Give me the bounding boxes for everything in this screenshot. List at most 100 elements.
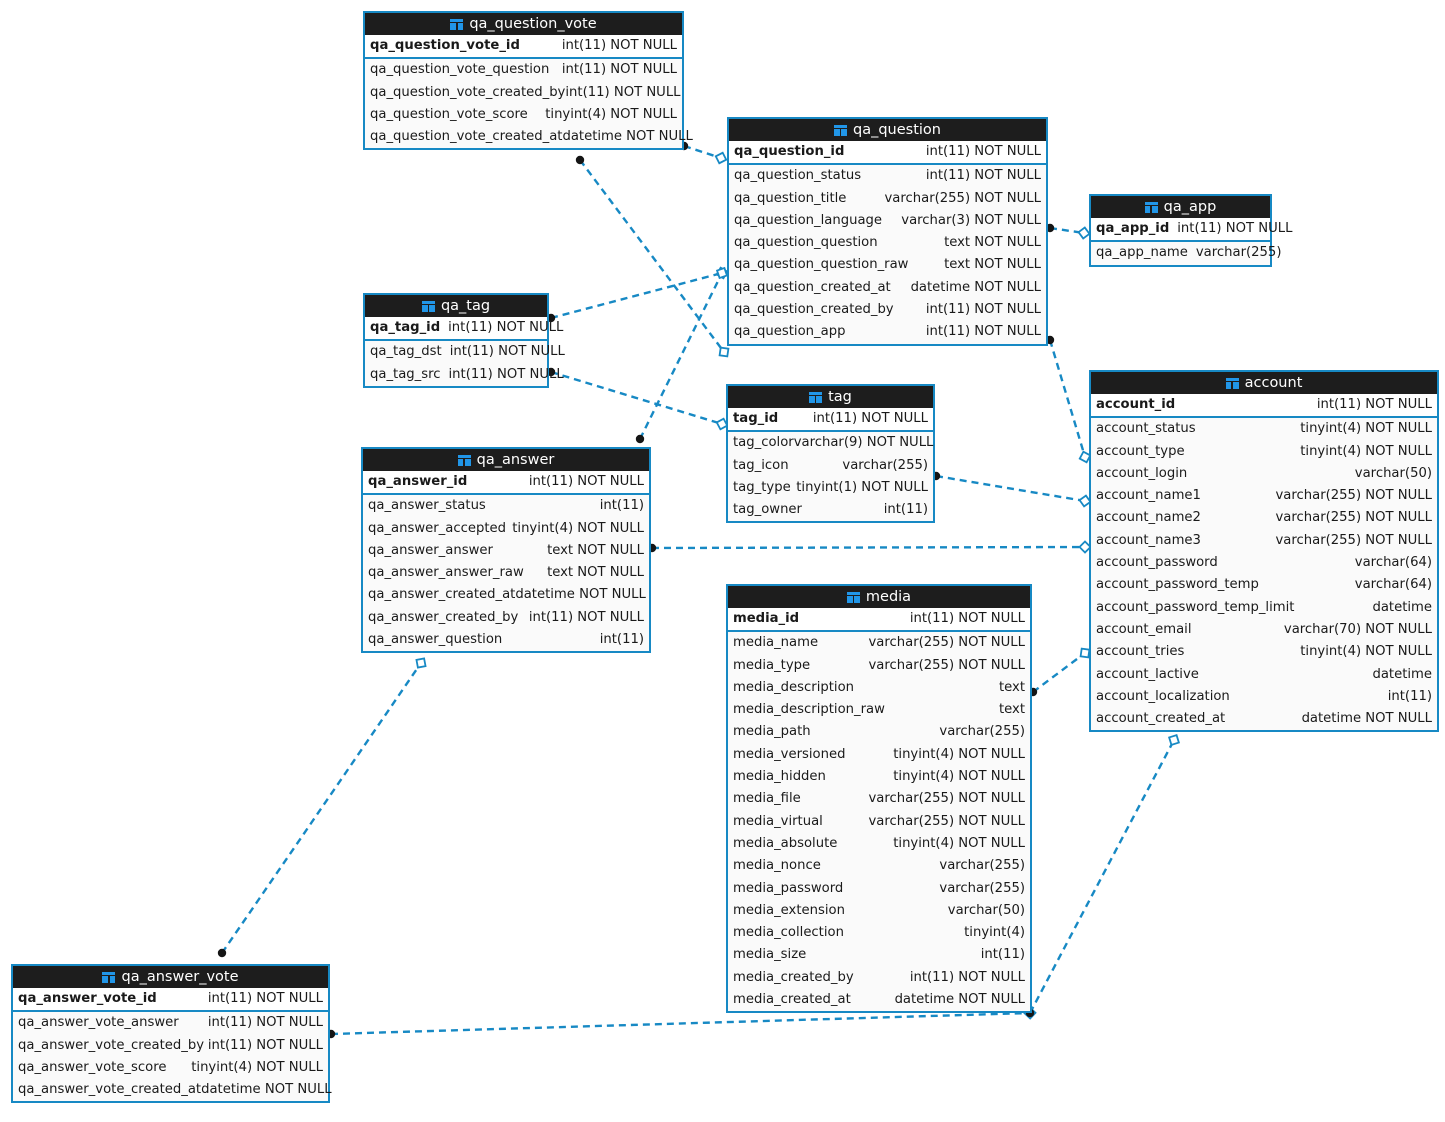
entity-header[interactable]: qa_answer (363, 449, 649, 471)
column-type: int(11) NOT NULL (448, 366, 564, 382)
relationship-qa_answer-to-qa_question (635, 266, 729, 444)
column-type: int(11) NOT NULL (565, 84, 681, 100)
entity-table-qa_answer[interactable]: qa_answer qa_answer_id int(11) NOT NULL qa_… (361, 447, 651, 654)
entity-header[interactable]: qa_question_vote (365, 13, 682, 35)
entity-header[interactable]: qa_tag (365, 295, 547, 317)
column-type: int(11) NOT NULL (561, 38, 677, 53)
column-type: text NOT NULL (547, 565, 644, 581)
table-icon (450, 18, 464, 30)
column-type: int(11) NOT NULL (812, 411, 928, 426)
relationship-target-diamond (715, 266, 729, 280)
relationship-line (1049, 226, 1085, 235)
column-name: qa_question_vote_created_by (370, 84, 566, 100)
column-name: qa_answer_question (368, 632, 503, 648)
column-type: int(11) NOT NULL (1316, 397, 1432, 412)
column-type: tinyint(4) (964, 925, 1025, 941)
relationship-qa_question-to-qa_app (1045, 223, 1091, 240)
column-type: text NOT NULL (944, 235, 1041, 251)
primary-key-row: account_id int(11) NOT NULL (1091, 394, 1437, 416)
column-type: datetime NOT NULL (515, 587, 646, 603)
table-icon (1225, 377, 1239, 389)
relationship-target-diamond (1077, 226, 1091, 240)
column-type: int(11) (883, 502, 928, 518)
relationship-qa_answer-to-account (647, 540, 1092, 554)
entity-header[interactable]: account (1091, 372, 1437, 394)
column-name: qa_answer_status (368, 498, 486, 514)
table-icon (421, 300, 435, 312)
column-type: tinyint(4) NOT NULL (893, 835, 1025, 851)
column-type: text (998, 679, 1025, 695)
column-type: int(11) NOT NULL (909, 611, 1025, 626)
column-type: varchar(9) NOT NULL (793, 435, 934, 451)
column-name: qa_answer_answer (368, 542, 493, 558)
column-name: qa_question_created_by (734, 302, 894, 318)
column-name: qa_answer_created_by (368, 609, 519, 625)
column-type: datetime NOT NULL (910, 279, 1041, 295)
column-name: account_id (1096, 397, 1176, 412)
column-name: account_email (1096, 621, 1192, 637)
column-row: account_login varchar(50) (1091, 463, 1437, 485)
column-type: datetime NOT NULL (562, 129, 693, 145)
column-type: tinyint(4) NOT NULL (1300, 644, 1432, 660)
entity-header[interactable]: qa_app (1091, 196, 1270, 218)
entity-header[interactable]: qa_answer_vote (13, 966, 328, 988)
column-type: int(11) NOT NULL (1177, 221, 1293, 236)
table-icon (846, 591, 860, 603)
column-type: int(11) NOT NULL (449, 344, 565, 360)
column-name: account_login (1096, 465, 1188, 481)
relationship-qa_question-to-account (1045, 335, 1092, 464)
column-type: int(11) NOT NULL (528, 474, 644, 489)
column-type: varchar(255) NOT NULL (1275, 510, 1433, 526)
entity-header[interactable]: qa_question (729, 119, 1046, 141)
column-name: tag_type (733, 479, 791, 495)
entity-header[interactable]: media (728, 586, 1030, 608)
relationship-qa_tag-to-tag (546, 367, 729, 431)
column-name: qa_answer_accepted (368, 520, 506, 536)
column-type: varchar(50) (1354, 465, 1432, 481)
entity-title: qa_question_vote (469, 16, 597, 32)
column-type: tinyint(4) NOT NULL (512, 520, 644, 536)
column-name: media_collection (733, 925, 844, 941)
relationship-qa_answer_vote-to-qa_answer (217, 657, 427, 958)
column-name: qa_answer_id (368, 474, 468, 489)
column-name: tag_owner (733, 502, 802, 518)
column-type: int(11) NOT NULL (207, 1015, 323, 1031)
entity-header[interactable]: tag (728, 386, 933, 408)
